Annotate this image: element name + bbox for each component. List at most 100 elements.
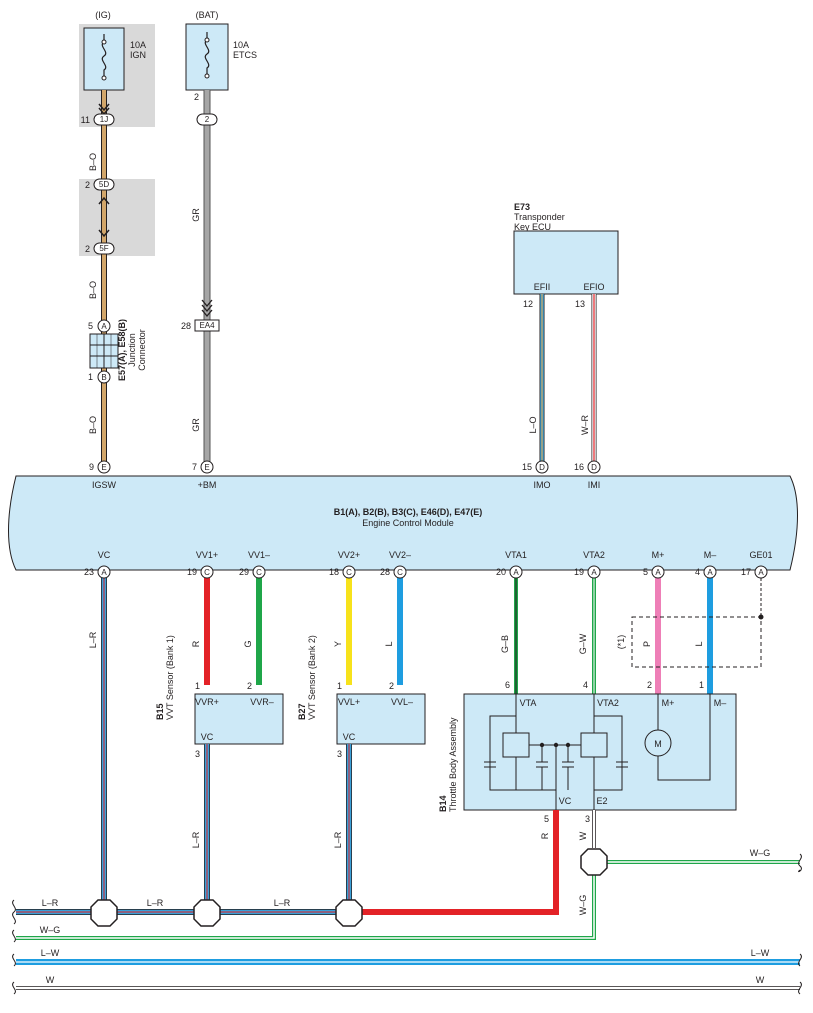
svg-text:18: 18 — [329, 567, 339, 577]
break-mark-right — [798, 853, 802, 995]
ecm-bottom-pin-vv1-plus: C 19 VV1+ — [187, 550, 218, 579]
svg-text:20: 20 — [496, 567, 506, 577]
wire-label-bo-1: B–O — [88, 153, 98, 171]
throttle-term-mminus: M– — [714, 698, 727, 708]
svg-text:D: D — [591, 463, 597, 472]
connector-1j-pin: 11 — [81, 115, 90, 125]
transponder-line1: Transponder — [514, 212, 565, 222]
throttle-term-vta2: VTA2 — [597, 698, 619, 708]
junction-pin-b — [97, 370, 111, 384]
sensor-b27-name: VVT Sensor (Bank 2) — [307, 635, 317, 720]
junction-line1: Junction — [127, 333, 137, 367]
svg-text:15: 15 — [522, 462, 532, 472]
motor-label: M — [654, 739, 662, 749]
bat-pin-num: 2 — [194, 92, 199, 102]
sensor-b27-p2: 2 — [389, 681, 394, 691]
throttle-junction-dots — [539, 742, 571, 748]
connector-5f-label: 5F — [99, 244, 108, 253]
sensor-b27-id: B27 — [297, 703, 307, 720]
connector-ea4 — [194, 319, 220, 332]
wire-label-wg-3: W–G — [40, 925, 61, 935]
splice-4 — [580, 848, 608, 876]
throttle-pin-3: 3 — [585, 814, 590, 824]
throttle-pin-6: 6 — [505, 680, 510, 690]
transponder-line2: Key ECU — [514, 222, 551, 232]
wire-label-gr-2: GR — [191, 418, 201, 432]
wire-label-lr-5: L–R — [147, 898, 164, 908]
ecm-bottom-pin-ge01: A 17 GE01 — [741, 550, 773, 579]
throttle-circuit — [484, 694, 711, 810]
ecm-top-pin-imi: D 16 IMI — [574, 460, 601, 490]
sensor-b15-t3: VC — [201, 732, 214, 742]
ecm-top-pin-bm: E 7 +BM — [192, 460, 216, 490]
wire-label-w-2: W — [46, 975, 55, 985]
wire-label-wr: W–R — [580, 415, 590, 436]
svg-text:IMO: IMO — [534, 480, 551, 490]
svg-text:A: A — [707, 568, 713, 577]
throttle-pin-5: 5 — [544, 814, 549, 824]
sensor-b15-p2: 2 — [247, 681, 252, 691]
connector-5d-label: 5D — [99, 180, 109, 189]
splice-3 — [335, 899, 363, 927]
junction-id: E57(A), E58(B) — [117, 319, 127, 381]
svg-text:4: 4 — [695, 567, 700, 577]
ecm-top-pin-igsw: E 9 IGSW — [89, 460, 117, 490]
svg-text:M–: M– — [704, 550, 717, 560]
svg-text:VV2+: VV2+ — [338, 550, 360, 560]
ecm-bottom-pin-vta1: A 20 VTA1 — [496, 550, 527, 579]
sensor-b27-t2: VVL– — [391, 697, 413, 707]
svg-text:19: 19 — [187, 567, 197, 577]
wire-label-lw-2: L–W — [751, 948, 770, 958]
wire-label-bo-3: B–O — [88, 416, 98, 434]
svg-text:VTA1: VTA1 — [505, 550, 527, 560]
svg-text:5: 5 — [643, 567, 648, 577]
ecm-body — [8, 475, 798, 571]
connector-1j — [93, 113, 115, 126]
sensor-b15-name: VVT Sensor (Bank 1) — [165, 635, 175, 720]
svg-text:VV2–: VV2– — [389, 550, 411, 560]
svg-text:A: A — [101, 568, 107, 577]
ecm-bottom-pin-m-minus: A 4 M– — [695, 550, 717, 579]
sensor-b27-body — [336, 693, 426, 745]
throttle-pin-1: 1 — [699, 680, 704, 690]
sensor-b15-id: B15 — [155, 703, 165, 720]
wire-label-lo: L–O — [528, 416, 538, 433]
wire-label-wg-1: W–G — [750, 848, 771, 858]
bat-fuse-rating: 10A — [233, 40, 249, 50]
transponder-term-efii: EFII — [534, 282, 551, 292]
ecm-bottom-pin-vc: A 23 VC — [84, 550, 111, 579]
bat-fuse-name: ETCS — [233, 50, 257, 60]
connector-bat-label: 2 — [205, 115, 210, 124]
ecm-top-pin-imo: D 15 IMO — [522, 460, 551, 490]
sensor-b15-t2: VVR– — [250, 697, 274, 707]
wire-label-w-3: W — [756, 975, 765, 985]
svg-text:IMI: IMI — [588, 480, 601, 490]
transponder-pin-12: 12 — [523, 299, 533, 309]
sensor-b15-t1: VVR+ — [195, 697, 219, 707]
throttle-id: B14 — [438, 795, 448, 812]
shield-dashed-box — [631, 578, 764, 668]
svg-text:IGSW: IGSW — [92, 480, 117, 490]
wire-label-y: Y — [333, 641, 343, 647]
wire-label-l-2: L — [694, 641, 704, 646]
connector-5f — [93, 242, 115, 255]
svg-text:A: A — [655, 568, 661, 577]
bat-fuse — [185, 23, 229, 91]
junction-pin-a-letter: A — [101, 322, 107, 331]
ig-fuse-rating: 10A — [130, 40, 146, 50]
connector-5d — [93, 178, 115, 191]
motor-icon — [644, 729, 672, 757]
wire-label-gw: G–W — [578, 633, 588, 654]
bat-source-label: (BAT) — [196, 10, 219, 20]
connector-arrow-icon — [201, 299, 213, 318]
ig-source-label: (IG) — [95, 10, 111, 20]
wire-label-w-1: W — [578, 831, 588, 840]
ig-fuse — [83, 27, 125, 91]
transponder-pin-13: 13 — [575, 299, 585, 309]
wire-wg-down — [16, 874, 596, 940]
transponder-ecu — [513, 230, 619, 295]
svg-text:A: A — [758, 568, 764, 577]
sensor-b15-p3: 3 — [195, 749, 200, 759]
wire-label-l-1: L — [384, 641, 394, 646]
svg-text:C: C — [256, 568, 262, 577]
